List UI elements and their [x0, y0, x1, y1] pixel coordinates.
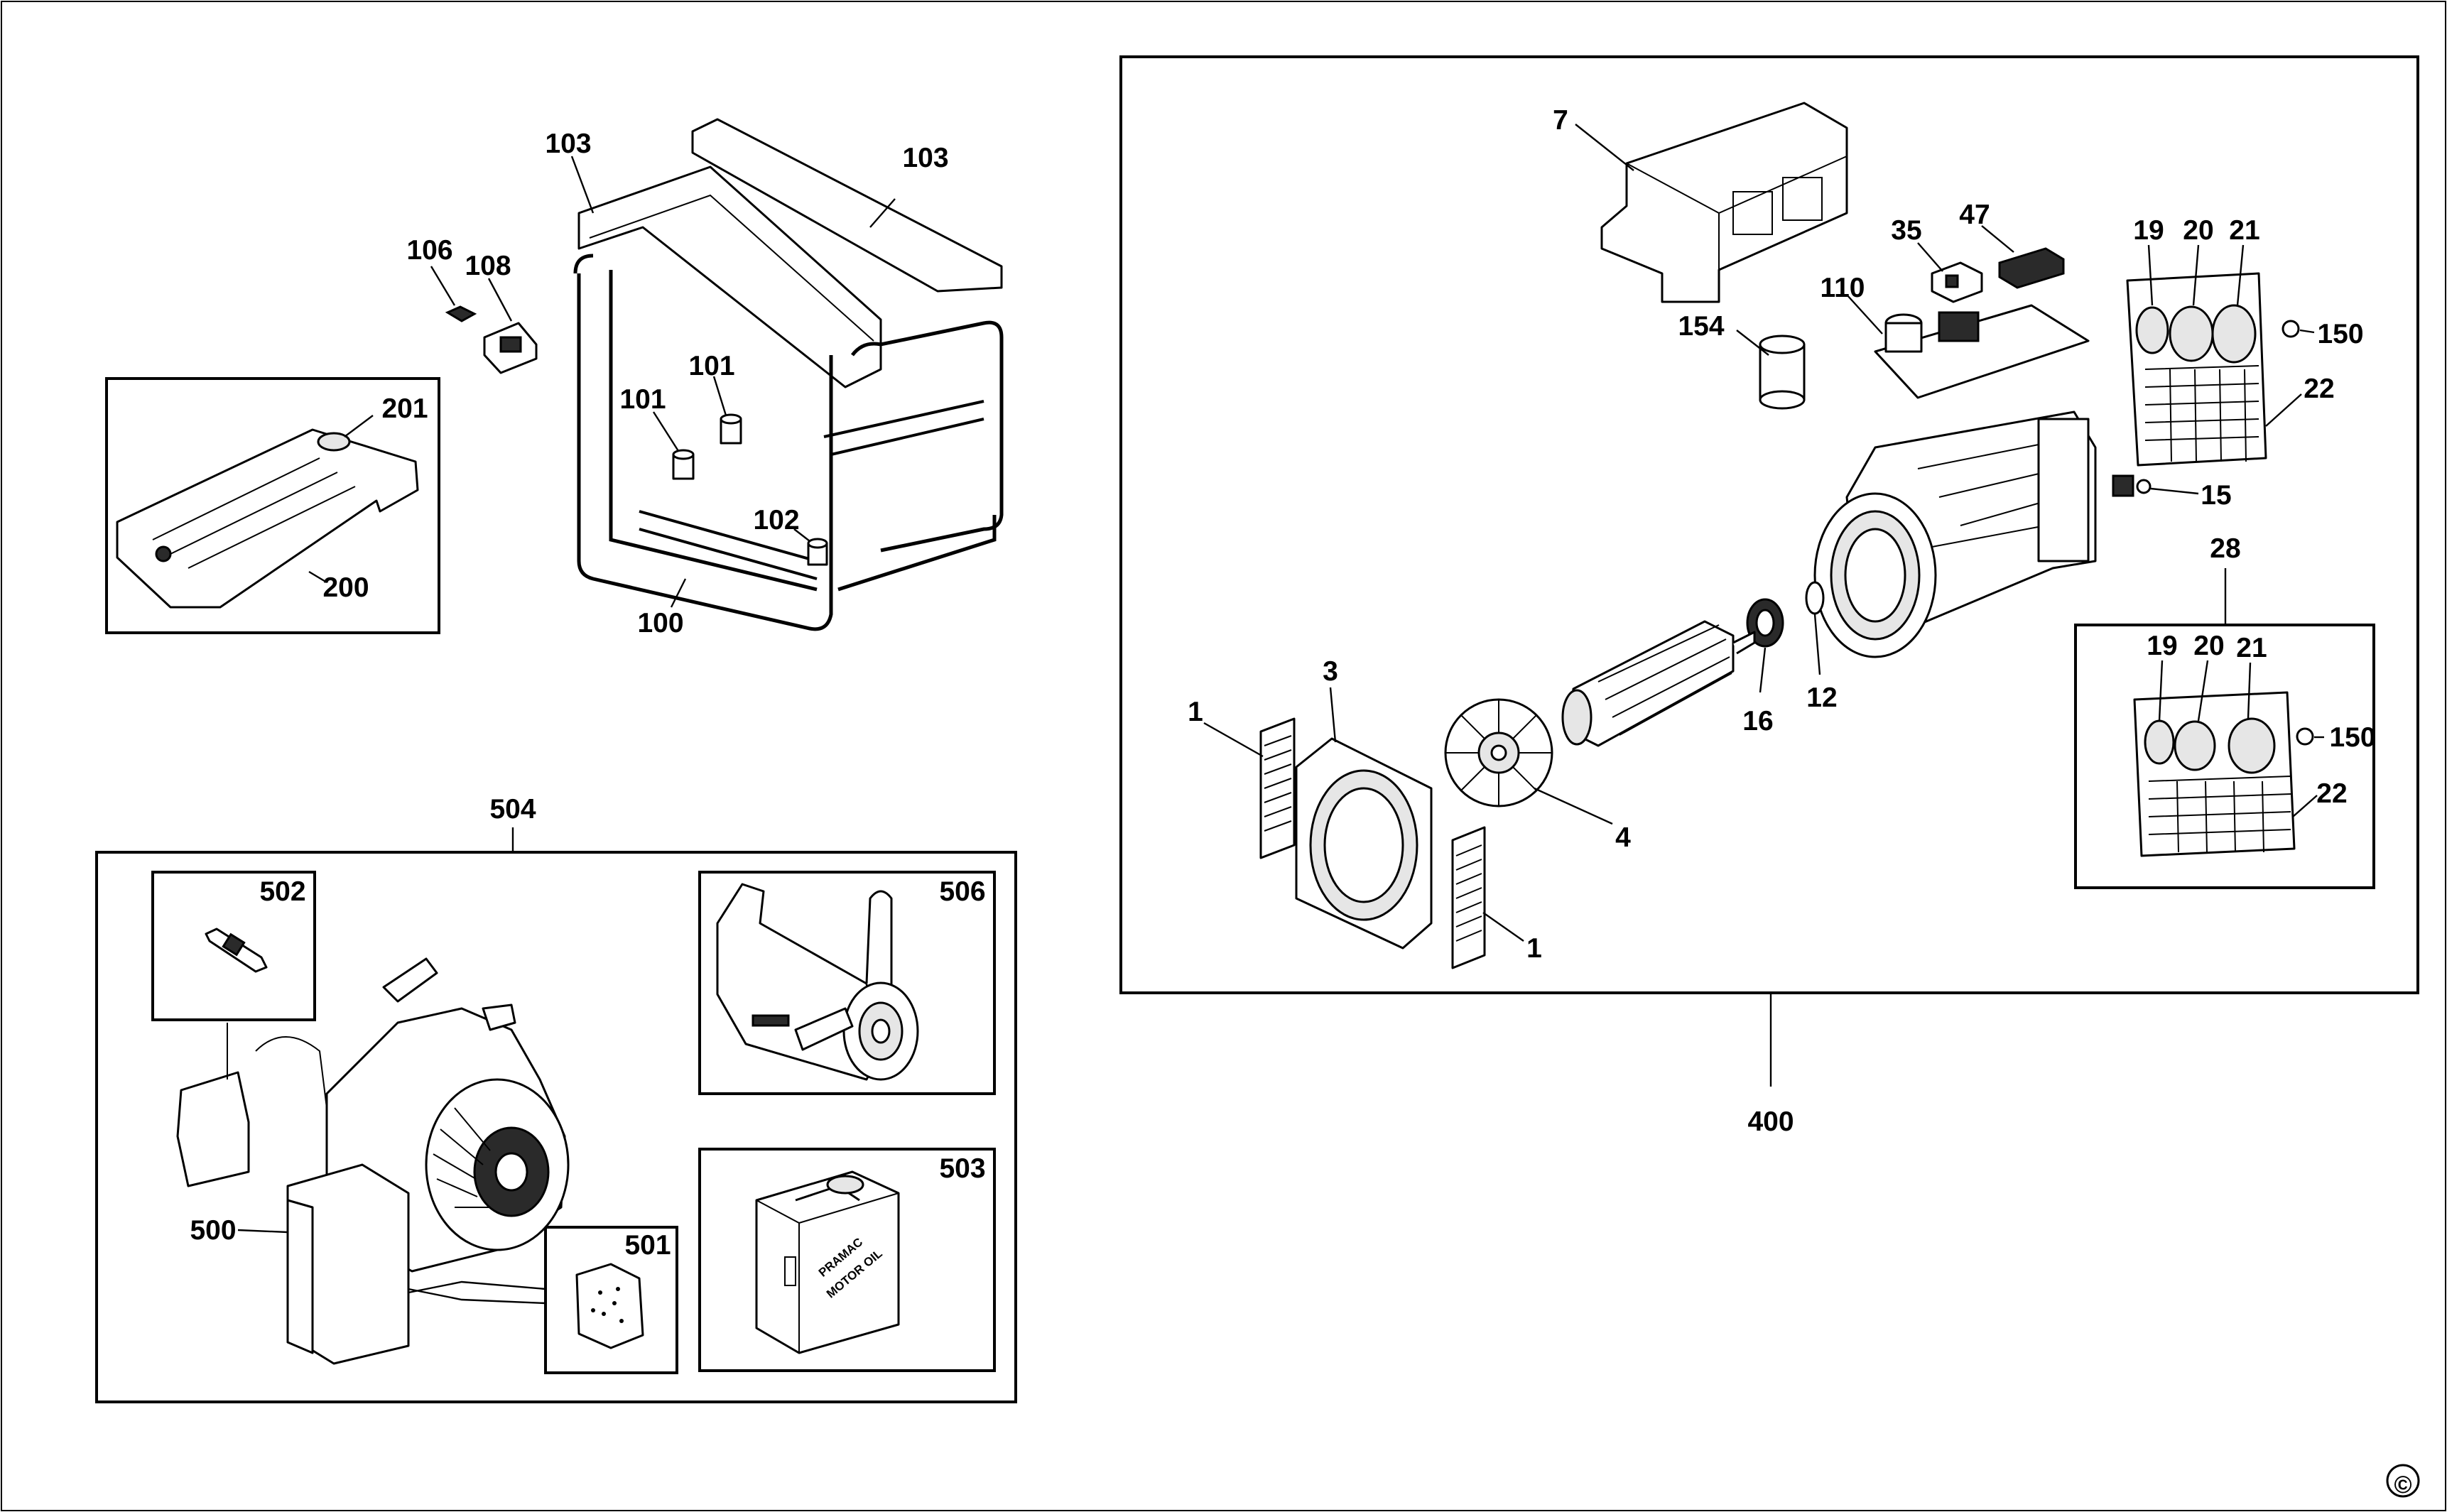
callout-20-upper: 20 — [2183, 215, 2213, 246]
rubber-mount-b — [720, 413, 742, 445]
spark-plug-frame — [151, 871, 316, 1021]
callout-400: 400 — [1747, 1106, 1794, 1137]
avr-circuit-board — [1874, 304, 2090, 399]
socket-panel-lower — [2133, 691, 2296, 857]
callout-504: 504 — [489, 794, 536, 825]
terminal-block — [1998, 247, 2065, 289]
oil-can: PRAMAC MOTOR OIL — [755, 1170, 900, 1354]
callout-3: 3 — [1323, 656, 1338, 687]
callout-103-left: 103 — [545, 129, 591, 159]
callout-200: 200 — [322, 572, 369, 603]
callout-150-upper: 150 — [2317, 319, 2363, 349]
stator-housing — [1813, 410, 2097, 658]
callout-506: 506 — [939, 876, 985, 907]
callout-22-upper: 22 — [2304, 374, 2334, 404]
callout-500: 500 — [190, 1215, 236, 1246]
air-filter-frame — [544, 1226, 678, 1374]
capacitor — [1759, 335, 1806, 410]
callout-103-right: 103 — [902, 143, 948, 173]
callout-16: 16 — [1742, 706, 1773, 736]
engine-group-frame — [95, 851, 1017, 1403]
callout-150-lower: 150 — [2329, 722, 2375, 753]
callout-101-left: 101 — [619, 384, 666, 415]
callout-22-lower: 22 — [2316, 778, 2347, 809]
callout-21-lower: 21 — [2236, 633, 2267, 663]
callout-102: 102 — [753, 505, 799, 535]
rubber-mount-c — [807, 538, 828, 566]
bearing — [1746, 598, 1784, 648]
alternator-cover — [1600, 102, 1848, 303]
tray-group-frame — [105, 377, 440, 634]
callout-201: 201 — [381, 393, 428, 424]
alternator-group-frame — [1119, 55, 2419, 994]
fan-cover-frame — [1295, 737, 1433, 950]
connector-plate — [483, 322, 538, 374]
tube-frame — [573, 254, 1004, 631]
callout-19-upper: 19 — [2133, 215, 2164, 246]
o-ring — [1805, 581, 1825, 615]
screw-150-lower — [2296, 727, 2314, 746]
callout-21-upper: 21 — [2229, 215, 2259, 246]
top-cover — [577, 165, 882, 388]
callout-101-right: 101 — [688, 351, 734, 381]
callout-20-lower: 20 — [2193, 631, 2224, 661]
callout-15: 15 — [2201, 480, 2231, 511]
engine — [176, 957, 570, 1365]
callout-4: 4 — [1615, 822, 1631, 853]
air-grille-left — [1259, 717, 1296, 859]
air-filter-element — [575, 1263, 644, 1349]
rotor — [1561, 620, 1756, 747]
socket-panel-upper — [2126, 272, 2267, 467]
callout-154: 154 — [1678, 311, 1724, 342]
callout-503: 503 — [939, 1153, 985, 1184]
copyright-mark: © — [2394, 1472, 2411, 1499]
callout-100: 100 — [637, 608, 683, 638]
callout-501: 501 — [624, 1230, 671, 1261]
muffler — [716, 883, 919, 1081]
air-grille-right — [1451, 826, 1486, 969]
cooling-fan — [1444, 698, 1553, 807]
callout-28: 28 — [2210, 533, 2240, 564]
spark-plug — [205, 928, 268, 973]
fuel-tank-tray — [116, 428, 419, 609]
callout-1-right: 1 — [1526, 933, 1542, 964]
callout-35: 35 — [1891, 215, 1921, 246]
oil-can-frame — [698, 1148, 996, 1372]
callout-108: 108 — [465, 251, 511, 281]
callout-106: 106 — [406, 235, 452, 266]
top-rail — [691, 118, 1003, 293]
callout-7: 7 — [1553, 105, 1568, 136]
rubber-mount-a — [672, 449, 695, 480]
callout-19-lower: 19 — [2147, 631, 2177, 661]
callout-12: 12 — [1806, 682, 1837, 713]
diode-bridge — [1931, 261, 1983, 303]
screw-150-upper — [2281, 320, 2300, 338]
switch — [2112, 474, 2152, 497]
callout-502: 502 — [259, 876, 305, 907]
callout-110: 110 — [1821, 273, 1865, 303]
callout-47: 47 — [1959, 200, 1990, 230]
callout-1-left: 1 — [1188, 697, 1203, 727]
muffler-frame — [698, 871, 996, 1095]
copyright-circle — [2386, 1464, 2420, 1498]
fastener — [445, 305, 477, 322]
